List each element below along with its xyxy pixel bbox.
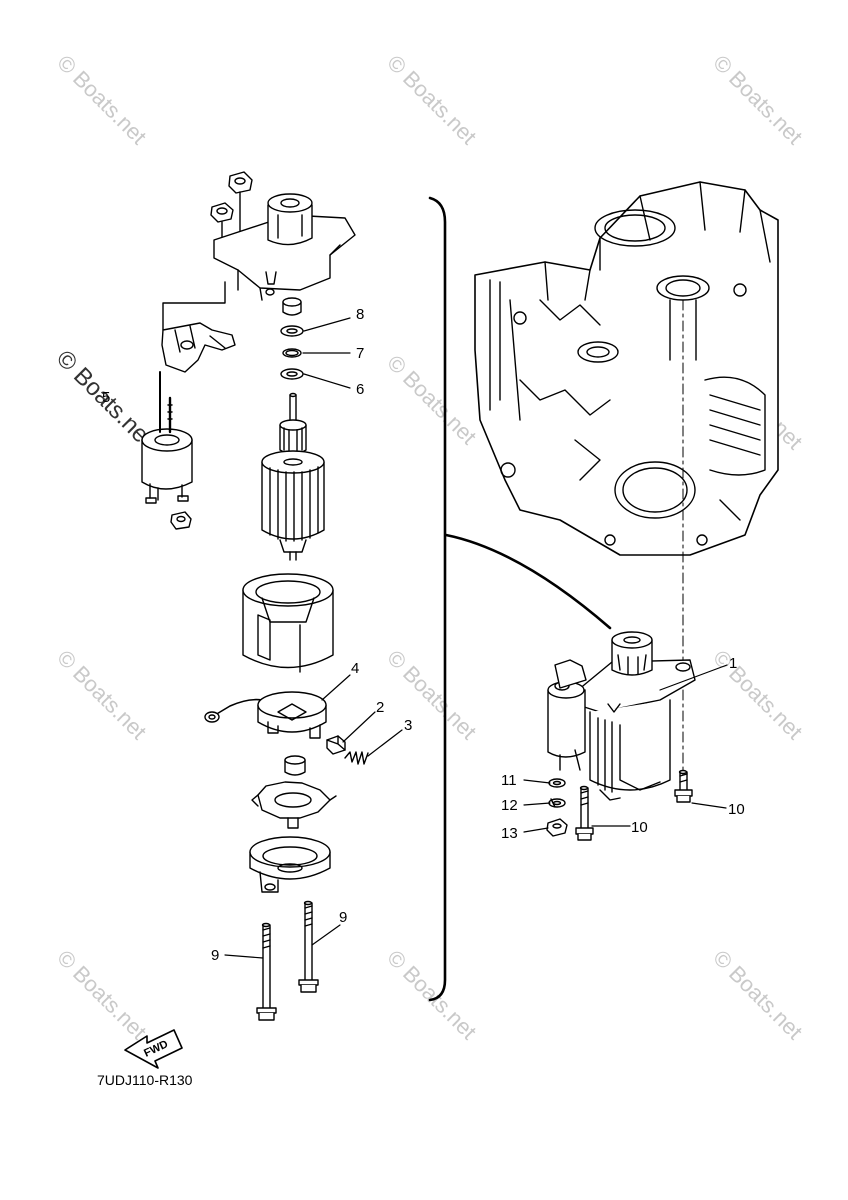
collar: [282, 297, 302, 316]
callout-12: 12: [501, 797, 518, 814]
callout-leaders: [224, 317, 403, 959]
washer-6: [280, 368, 304, 380]
callout-2: 2: [376, 699, 384, 716]
lock-washer-12: [548, 798, 566, 808]
washer-11: [548, 778, 566, 788]
nut: [170, 511, 192, 530]
nut: [210, 202, 234, 223]
brush: [326, 735, 346, 755]
callout-11: 11: [501, 772, 517, 789]
callout-leaders: [523, 664, 728, 833]
washer-8: [280, 325, 304, 337]
bushing: [284, 755, 306, 776]
lever-assembly: [161, 322, 236, 373]
through-bolt: [298, 900, 319, 993]
callout-1: 1: [729, 655, 737, 672]
callout-9: 9: [339, 909, 347, 926]
diagram-code: 7UDJ110-R130: [97, 1072, 193, 1088]
circlip-7: [282, 348, 302, 358]
brush-plate: [204, 691, 327, 739]
callout-9: 9: [211, 947, 219, 964]
armature: [261, 392, 325, 561]
engine-block: [474, 181, 779, 556]
callout-8: 8: [356, 306, 364, 323]
through-bolt: [256, 922, 277, 1021]
leader-curve: [444, 533, 612, 630]
group-bracket: [428, 196, 447, 1002]
callout-13: 13: [501, 825, 518, 842]
magnetic-switch: [141, 371, 193, 504]
bolt-10: [674, 769, 693, 803]
callout-10: 10: [631, 819, 648, 836]
retainer-plate: [251, 781, 337, 829]
callout-6: 6: [356, 381, 364, 398]
yoke: [242, 573, 334, 673]
callout-10: 10: [728, 801, 745, 818]
spring: [344, 751, 369, 765]
bolt-10: [575, 785, 594, 841]
rear-cover: [249, 836, 331, 893]
nut-13: [546, 818, 568, 837]
callout-5: 5: [102, 389, 110, 406]
starter-motor: [547, 631, 696, 801]
fwd-arrow-icon: [124, 1029, 183, 1069]
callout-7: 7: [356, 345, 364, 362]
nut: [228, 171, 253, 194]
front-bracket: [213, 193, 356, 301]
callout-3: 3: [404, 717, 412, 734]
callout-4: 4: [351, 660, 359, 677]
guide-line: [162, 281, 226, 331]
